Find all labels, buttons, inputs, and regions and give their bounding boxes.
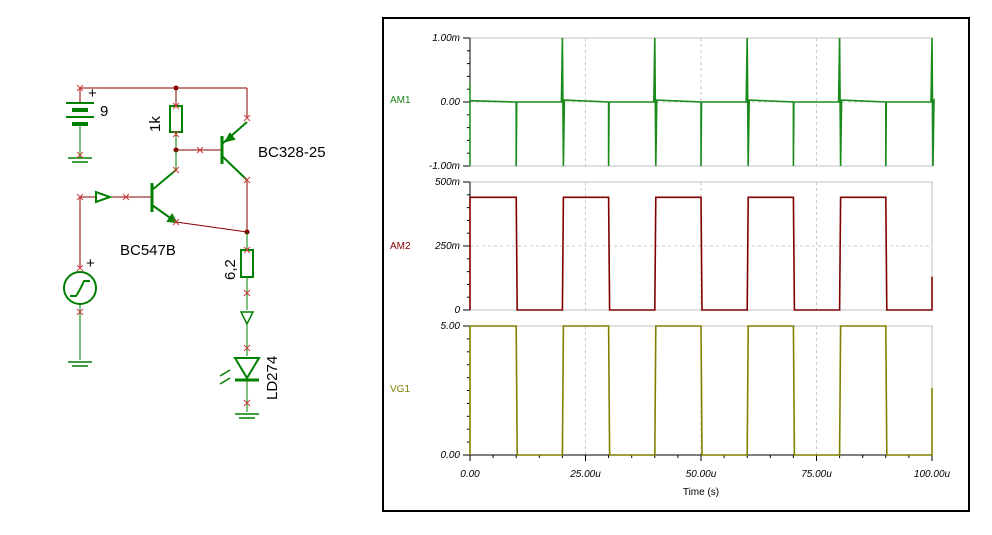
trace-am1 <box>469 37 935 167</box>
transistor-pnp <box>176 121 248 181</box>
y-tick-label: 500m <box>435 177 460 188</box>
ground-symbol-led <box>235 413 259 419</box>
transistor-npn-label: BC547B <box>120 242 176 259</box>
y-tick-label: 0.00 <box>441 97 461 108</box>
ground-symbol-battery <box>68 157 92 163</box>
input-wire <box>79 196 151 268</box>
trace-label-am2: AM2 <box>390 241 411 252</box>
battery-label: 9 <box>100 103 108 120</box>
trace-vg1 <box>469 325 933 456</box>
led-diode <box>219 357 261 412</box>
trace-am2 <box>469 196 933 311</box>
x-axis-title: Time (s) <box>683 487 719 498</box>
x-tick-label: 75.00u <box>801 469 832 480</box>
y-tick-label: 0.00 <box>441 450 461 461</box>
x-tick-label: 0.00 <box>460 469 480 480</box>
signal-generator <box>63 271 97 360</box>
waveform-chart: 1.00m0.00-1.00mAM1500m250m0AM25.000.00VG… <box>390 33 951 498</box>
transistor-pnp-label: BC328-25 <box>258 144 326 161</box>
y-tick-label: 1.00m <box>432 33 460 44</box>
x-tick-label: 25.00u <box>569 469 601 480</box>
x-tick-label: 50.00u <box>686 469 717 480</box>
top-rail-wire <box>80 87 248 118</box>
trace-label-vg1: VG1 <box>390 384 410 395</box>
y-tick-label: -1.00m <box>429 161 460 172</box>
led-label: LD274 <box>264 356 281 400</box>
y-tick-label: 5.00 <box>441 321 461 332</box>
generator-polarity: + <box>86 255 95 272</box>
label-layer: 1.00m0.00-1.00mAM1500m250m0AM25.000.00VG… <box>390 33 951 498</box>
battery-symbol <box>66 88 94 158</box>
input-arrow <box>95 190 113 204</box>
circuit-schematic: + 9 1k BC328-25 BC547B <box>63 84 326 419</box>
y-tick-label: 0 <box>454 305 460 316</box>
trace-label-am1: AM1 <box>390 95 411 106</box>
resistor-1k-label: 1k <box>147 116 164 132</box>
x-tick-label: 100.00u <box>914 469 951 480</box>
junction-top <box>173 85 179 91</box>
resistor-6-2 <box>240 249 254 278</box>
transistor-npn <box>150 169 178 224</box>
probe-marks <box>76 84 251 407</box>
led-current-arrow <box>239 311 255 326</box>
trace-layer <box>469 37 935 456</box>
ground-symbol-generator <box>68 361 92 367</box>
resistor-6-2-label: 6,2 <box>222 259 239 280</box>
y-tick-label: 250m <box>434 241 460 252</box>
resistor-1k <box>169 105 183 133</box>
battery-polarity: + <box>88 85 97 102</box>
